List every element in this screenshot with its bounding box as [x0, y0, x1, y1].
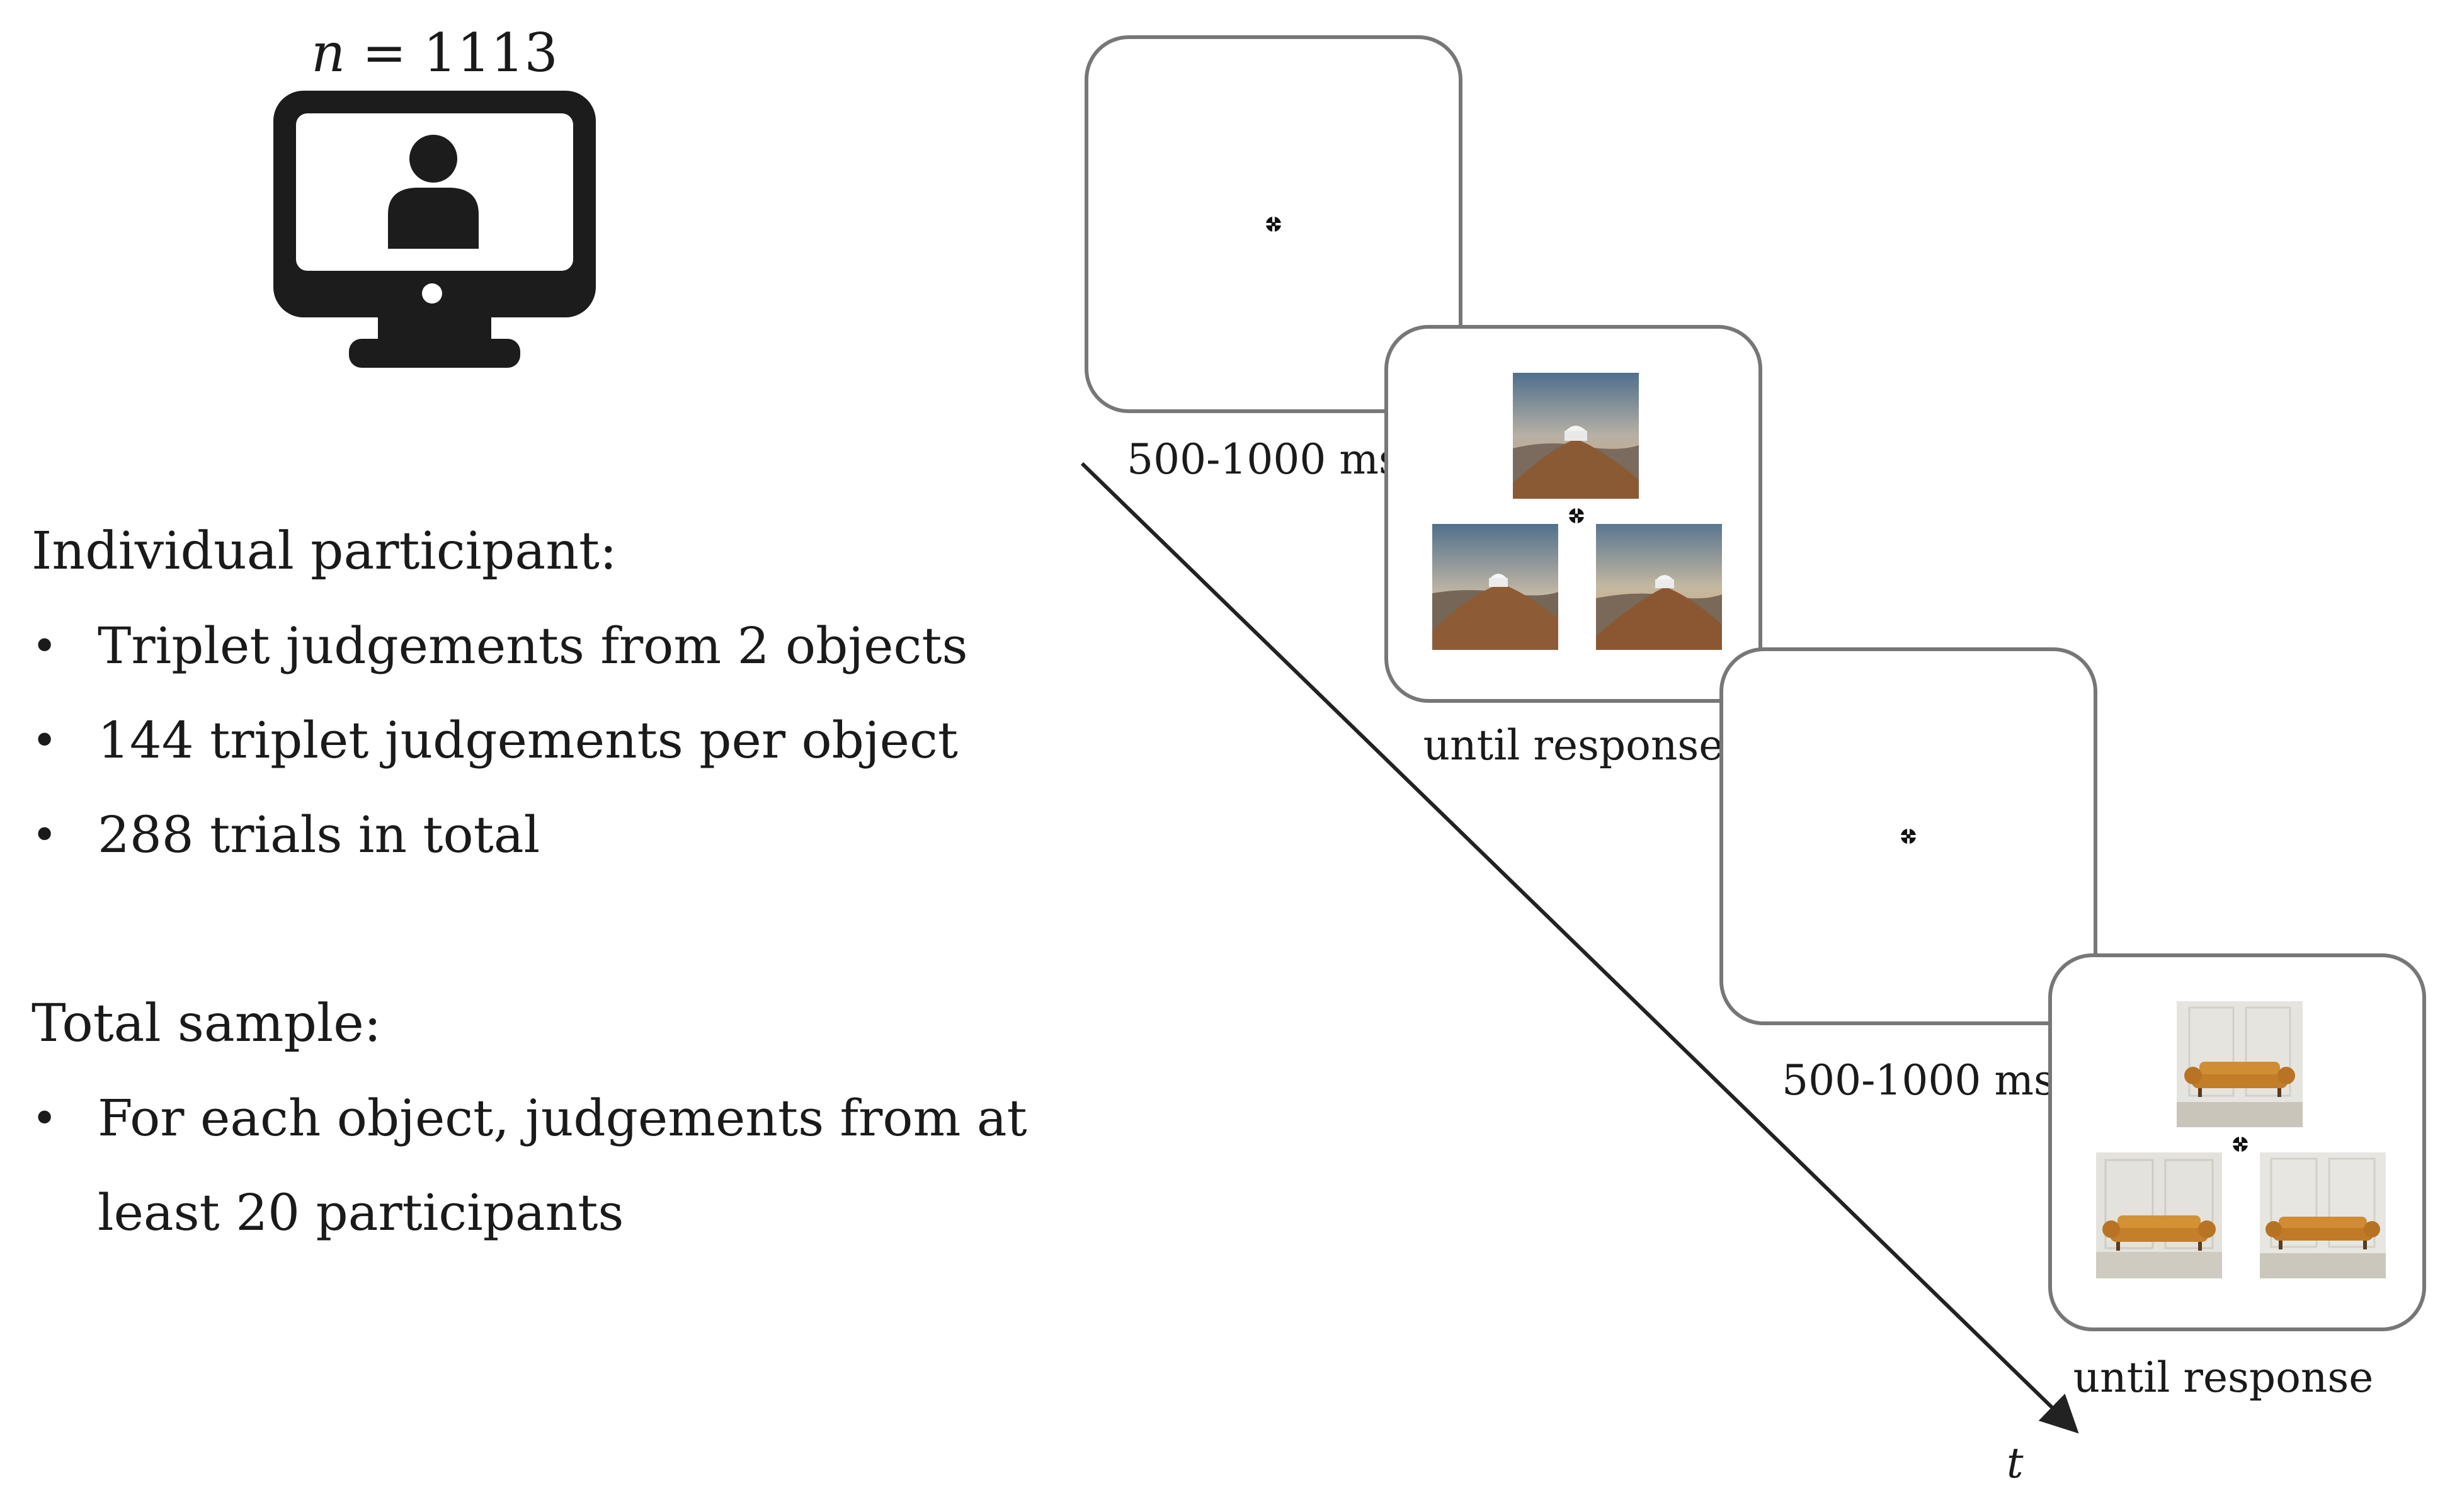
triplet-screen-sofa — [2048, 953, 2426, 1331]
n-symbol: n — [311, 22, 346, 84]
bullet-icon: • — [31, 715, 58, 766]
sofa-photo — [2177, 1001, 2303, 1127]
fixation-cross-icon — [2232, 1136, 2248, 1152]
n-value: = 1113 — [345, 22, 558, 84]
timing-label: until response — [2073, 1353, 2374, 1402]
fixation-cross-icon — [1265, 216, 1282, 232]
list-item: • 144 triplet judgements per object — [0, 709, 1008, 772]
observatory-photo — [1513, 373, 1639, 499]
timing-label: 500-1000 ms — [1782, 1056, 2055, 1105]
bullet-icon: • — [31, 620, 58, 672]
fixation-cross-icon — [1900, 828, 1917, 844]
sofa-photo — [2260, 1152, 2386, 1278]
list-item: • For each object, judgements from at — [0, 1087, 1027, 1150]
monitor-person-icon — [271, 88, 598, 372]
total-heading: Total sample: — [31, 994, 382, 1054]
bullet-icon: • — [31, 1093, 58, 1144]
observatory-photo — [1596, 524, 1722, 650]
timing-label: 500-1000 ms — [1127, 435, 1400, 484]
list-item: • Triplet judgements from 2 objects — [0, 615, 1008, 678]
bullet-text: least 20 participants — [98, 1183, 624, 1242]
bullet-text: 288 trials in total — [98, 805, 540, 864]
individual-heading: Individual participant: — [31, 521, 617, 581]
bullet-text: For each object, judgements from at — [98, 1089, 1027, 1147]
fixation-cross-icon — [1568, 508, 1585, 524]
observatory-photo — [1432, 524, 1558, 650]
sample-size: n = 1113 — [277, 21, 592, 84]
bullet-text: Triplet judgements from 2 objects — [98, 617, 968, 675]
timing-label: until response — [1423, 721, 1724, 770]
fixation-screen-2 — [1719, 647, 2097, 1025]
list-item-continuation: least 20 participants — [0, 1181, 1008, 1244]
bullet-text: 144 triplet judgements per object — [98, 711, 958, 770]
triplet-screen-observatory — [1384, 325, 1762, 703]
list-item: • 288 trials in total — [0, 804, 1008, 867]
time-arrow-icon — [1080, 462, 2079, 1434]
bullet-icon: • — [31, 809, 58, 861]
sofa-photo — [2096, 1152, 2222, 1278]
time-axis-label: t — [2007, 1439, 2024, 1487]
